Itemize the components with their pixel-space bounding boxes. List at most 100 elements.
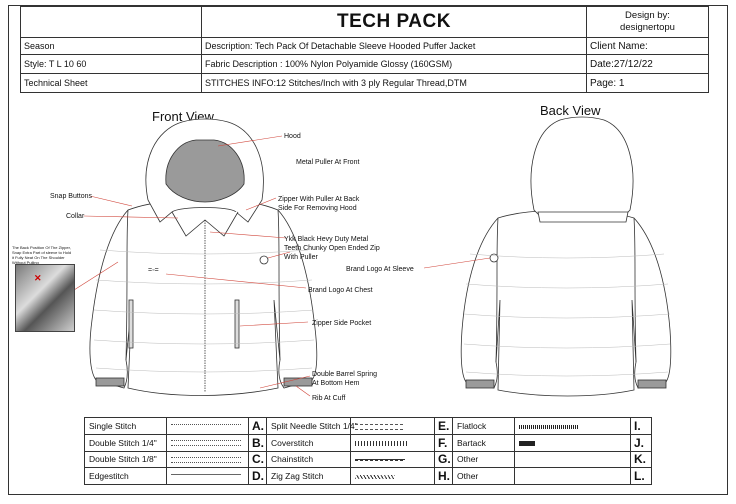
stitch-sample-mark bbox=[355, 474, 395, 479]
right-pocket bbox=[234, 299, 240, 349]
front-jacket: =◦= bbox=[89, 118, 318, 396]
left-sleeve-seam bbox=[125, 209, 129, 361]
stitch-sample-mark bbox=[171, 424, 241, 429]
stitch-name: Flatlock bbox=[452, 417, 515, 435]
stitch-sample-mark bbox=[355, 440, 407, 446]
stitch-sample bbox=[514, 417, 631, 435]
stitch-code: J. bbox=[630, 433, 652, 452]
stitches-info: STITCHES INFO:12 Stitches/Inch with 3 pl… bbox=[201, 73, 587, 93]
label-brand-chest: Brand Logo At Chest bbox=[308, 287, 373, 294]
designer-name: designertopu bbox=[620, 22, 675, 33]
back-left-sleeve-seam bbox=[495, 217, 499, 363]
stitch-sample-mark bbox=[519, 424, 579, 429]
back-jacket bbox=[460, 116, 672, 397]
right-cuff bbox=[283, 377, 313, 387]
stitch-sample bbox=[514, 433, 631, 452]
stitch-sample-mark bbox=[171, 474, 241, 479]
stitch-sample bbox=[350, 433, 435, 452]
label-snap-buttons: Snap Buttons bbox=[50, 193, 93, 200]
x-mark-icon: ✕ bbox=[34, 273, 42, 283]
sleeve-logo-front bbox=[259, 255, 269, 265]
label-barrel-spring: Double Barrel Spring At Bottom Hem bbox=[312, 370, 377, 388]
front-quilting bbox=[93, 249, 315, 373]
back-hood bbox=[530, 116, 634, 221]
stitch-code: I. bbox=[630, 417, 652, 435]
stitch-code: K. bbox=[630, 450, 652, 469]
back-view-title: Back View bbox=[540, 103, 601, 118]
stitch-name: Other bbox=[452, 467, 515, 485]
stitch-code: A. bbox=[248, 417, 267, 435]
hood-lining bbox=[165, 139, 245, 203]
left-cuff bbox=[95, 377, 125, 387]
stitch-sample bbox=[514, 467, 631, 485]
chest-logo: =◦= bbox=[148, 267, 159, 274]
front-body bbox=[89, 202, 318, 396]
stitch-sample bbox=[166, 433, 249, 452]
stitch-name: Chainstitch bbox=[266, 450, 351, 469]
back-right-sleeve-seam bbox=[633, 217, 637, 363]
stitch-name: Other bbox=[452, 450, 515, 469]
stitch-code: H. bbox=[434, 467, 453, 485]
technical-sheet-label: Technical Sheet bbox=[20, 73, 202, 93]
sleeve-logo-back bbox=[489, 253, 499, 263]
label-zipper-pocket: Zipper Side Pocket bbox=[312, 320, 372, 327]
label-ykk-line3: With Puller bbox=[284, 254, 318, 261]
label-spring-line1: Double Barrel Spring bbox=[312, 371, 377, 378]
stitch-name: Zig Zag Stitch bbox=[266, 467, 351, 485]
back-body bbox=[460, 210, 672, 397]
label-zipper-back-line2: Side For Removing Hood bbox=[278, 205, 357, 212]
page-frame bbox=[8, 5, 728, 495]
stitch-sample bbox=[350, 467, 435, 485]
stitch-sample-mark bbox=[519, 440, 535, 446]
stitch-code: D. bbox=[248, 467, 267, 485]
stitch-sample-mark bbox=[355, 459, 405, 462]
legend-row: Single Stitch A.Split Needle Stitch 1/4" E… bbox=[84, 417, 652, 435]
back-left-cuff bbox=[465, 379, 495, 389]
stitch-sample bbox=[166, 450, 249, 469]
stitch-name: Coverstitch bbox=[266, 433, 351, 452]
stitch-sample bbox=[350, 450, 435, 469]
stitch-name: Bartack bbox=[452, 433, 515, 452]
stitch-code: F. bbox=[434, 433, 453, 452]
back-right-cuff bbox=[637, 379, 667, 389]
label-ykk-line1: Ykk Black Hevy Duty Metal bbox=[284, 236, 369, 243]
label-hood: Hood bbox=[284, 133, 301, 140]
stitch-code: E. bbox=[434, 417, 453, 435]
inset-note: The Back Position Of The Zipper, Snap Ex… bbox=[12, 245, 72, 265]
page-number: Page: 1 bbox=[586, 73, 709, 93]
back-quilting bbox=[463, 253, 671, 377]
stitch-sample bbox=[514, 450, 631, 469]
stitch-name: Edgestitch bbox=[84, 467, 167, 485]
left-pocket bbox=[128, 299, 134, 349]
stitch-sample bbox=[350, 417, 435, 435]
stitch-legend: Single Stitch A.Split Needle Stitch 1/4" E… bbox=[84, 417, 652, 485]
stitch-name: Split Needle Stitch 1/4" bbox=[266, 417, 358, 435]
label-metal-puller: Metal Puller At Front bbox=[296, 159, 360, 166]
label-zipper-back: Zipper With Puller At Back Side For Remo… bbox=[278, 195, 359, 213]
stitch-sample bbox=[166, 417, 249, 435]
label-spring-line2: At Bottom Hem bbox=[312, 380, 360, 387]
stitch-sample-mark bbox=[171, 457, 241, 464]
stitch-legend-body: Single Stitch A.Split Needle Stitch 1/4" E… bbox=[84, 417, 652, 485]
page-title: TECH PACK bbox=[201, 6, 587, 38]
label-collar: Collar bbox=[66, 213, 85, 220]
label-rib-cuff: Rib At Cuff bbox=[312, 395, 346, 402]
header-table: TECH PACK Design by: designertopu Season… bbox=[20, 6, 709, 93]
stitch-code: G. bbox=[434, 450, 453, 469]
designed-by-label: Design by: bbox=[625, 10, 670, 21]
stitch-code: B. bbox=[248, 433, 267, 452]
stitch-sample bbox=[166, 467, 249, 485]
label-ykk-line2: Teeth Chunky Open Ended Zip bbox=[284, 245, 380, 252]
label-ykk-zip: Ykk Black Hevy Duty Metal Teeth Chunky O… bbox=[284, 235, 380, 262]
zipper-detail-photo: ✕ bbox=[15, 264, 75, 332]
label-zipper-back-line1: Zipper With Puller At Back bbox=[278, 196, 360, 203]
stitch-sample-mark bbox=[355, 423, 403, 430]
label-brand-sleeve: Brand Logo At Sleeve bbox=[346, 266, 414, 273]
stitch-name: Double Stitch 1/8" bbox=[84, 450, 167, 469]
stitch-name: Single Stitch bbox=[84, 417, 167, 435]
